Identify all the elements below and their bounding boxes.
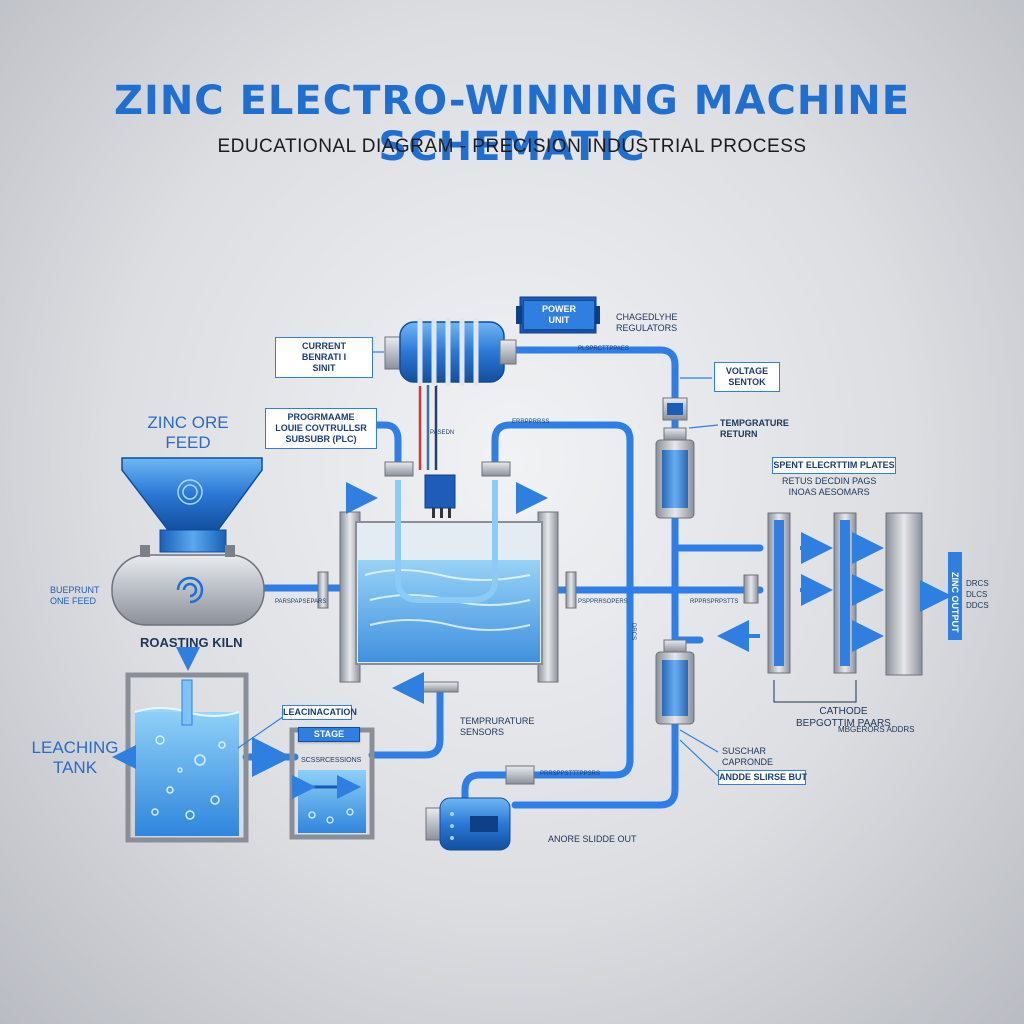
- pipe-tag: PARSPAPSEPARS: [275, 599, 327, 605]
- filter-column-lower: [655, 639, 695, 725]
- power-coil-unit: [384, 318, 517, 386]
- scessions-label: SCSSRCESSIONS: [301, 757, 362, 764]
- page-title: ZINC ELECTRO-WINNING MACHINE SCHEMATIC: [113, 78, 911, 170]
- filter-column-upper: [655, 427, 695, 519]
- anode-sludge-label: ANORE SLIDDE OUT: [548, 834, 637, 844]
- pipe-tag: PRRSPPSTTTPPSRS: [540, 771, 601, 777]
- swirl-icon: [177, 479, 203, 505]
- plates-sub-label: RETUS DECDIN PAGS INOAS AESOMARS: [782, 476, 877, 497]
- regulators-label: CHAGEDLYHE REGULATORS: [616, 312, 678, 333]
- zinc-output-side-label: DRCS DLCS DDCS: [966, 579, 989, 610]
- zinc-output-label: ZINC OUTPUT: [950, 572, 960, 633]
- power-unit-label: POWER UNIT: [523, 300, 595, 330]
- pipe-tag: PASEDN: [430, 430, 455, 436]
- swirl-icon: [176, 576, 204, 604]
- separation-tank: [289, 727, 375, 840]
- leacination-label: LEACINACATION: [282, 705, 357, 720]
- motor-icon: [425, 797, 511, 851]
- leaching-tank: [125, 672, 249, 843]
- pipe-tag: ERRPPRRSS: [512, 419, 550, 425]
- plc-label: PROGRMAAME LOUIE COVTRULLSR SUBSUBR (PLC…: [265, 408, 377, 449]
- zinc-output-bar: [948, 552, 962, 640]
- electrode-plates: [767, 512, 923, 703]
- sushar-capronde-label: SUSCHAR CAPRONDE: [722, 746, 774, 767]
- roasting-kiln-label: ROASTING KILN: [140, 635, 243, 650]
- zinc-ore-hopper: [121, 457, 263, 553]
- plc-control-module: [418, 385, 456, 518]
- bubble-icon: [308, 808, 354, 824]
- stage-label: STAGE: [298, 727, 360, 742]
- spent-plates-label: SPENT ELECRTTIM PLATES: [772, 457, 896, 474]
- current-unit-label: CURRENT BENRATI I SINIT: [275, 337, 373, 378]
- zinc-ore-feed-label: ZINC ORE FEED: [147, 413, 229, 452]
- leaching-tank-label: LEACHING TANK: [31, 738, 119, 777]
- pipe-coupling: [743, 574, 759, 604]
- pipe-tag: RPPRSPRPSTTS: [690, 599, 739, 605]
- voltage-sensor: [662, 397, 688, 421]
- temperature-sensors-label: TEMPRURATURE SENSORS: [460, 716, 535, 737]
- pipe-valve: [505, 765, 535, 785]
- cathode-label: CATHODE BEPGOTTIM PAARS: [796, 706, 891, 729]
- electrolysis-cell: [317, 461, 577, 693]
- anode-slurge-label: ANDDE SLIRSE BUT: [718, 770, 807, 785]
- page-subtitle: EDUCATIONAL DIAGRAM - PRECISION INDUSTRI…: [217, 136, 807, 157]
- bubble-icon: [151, 735, 226, 820]
- cathode-sub-label: MBGERORS ADDRS: [838, 725, 915, 734]
- roasting-kiln: [111, 545, 265, 626]
- coil-icon: [417, 318, 479, 386]
- pipe-tag: PLSPRCTTPPAES: [578, 346, 629, 352]
- label-arrow: [237, 351, 719, 777]
- temperature-return-label: TEMPGRATURE RETURN: [720, 418, 789, 439]
- burnt-ore-feed-label: BUEPRUNT ONE FEED: [50, 585, 100, 606]
- pipe-tag: DRCS: [630, 623, 636, 641]
- pipe-tag: PSPPRRSOPERS: [578, 599, 628, 605]
- voltage-sensor-label: VOLTAGE SENTOK: [714, 362, 780, 392]
- flow-arrow: [717, 532, 952, 652]
